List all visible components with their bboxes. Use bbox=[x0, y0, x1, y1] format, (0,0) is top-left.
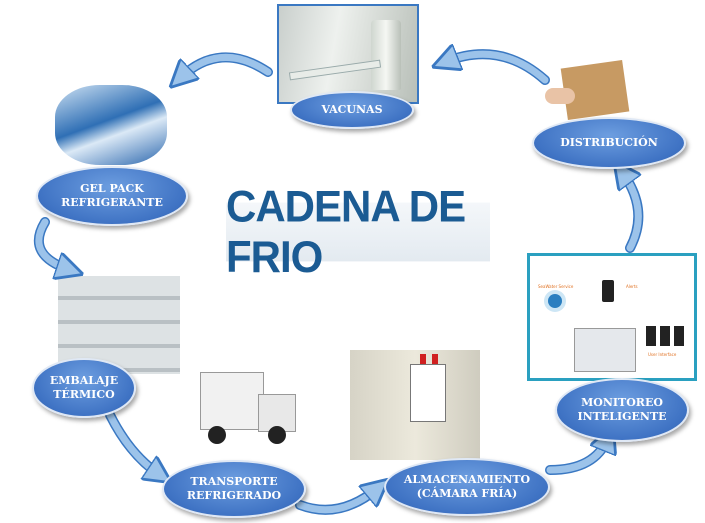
alerts-label: Alerts bbox=[626, 284, 638, 289]
gel-pack-photo bbox=[55, 85, 167, 165]
node-almacenamiento: ALMACENAMIENTO(CÁMARA FRÍA) bbox=[384, 458, 550, 516]
phone-icon bbox=[602, 280, 614, 302]
service-label: SeaWater Service bbox=[538, 284, 574, 289]
truck-photo bbox=[190, 368, 302, 460]
thermal-box-photo bbox=[58, 276, 180, 374]
node-label: DISTRIBUCIÓN bbox=[560, 136, 658, 149]
cold-room-photo bbox=[350, 350, 480, 460]
node-distribucion: DISTRIBUCIÓN bbox=[532, 117, 686, 169]
node-vacunas: VACUNAS bbox=[290, 91, 414, 129]
service-icon bbox=[548, 294, 562, 308]
monitoring-photo: SeaWater Service Alerts User Interface bbox=[527, 253, 697, 381]
node-label: VACUNAS bbox=[321, 103, 383, 116]
ui-label: User Interface bbox=[648, 352, 677, 357]
node-label: ALMACENAMIENTO(CÁMARA FRÍA) bbox=[403, 473, 531, 500]
vaccine-photo bbox=[277, 4, 419, 104]
